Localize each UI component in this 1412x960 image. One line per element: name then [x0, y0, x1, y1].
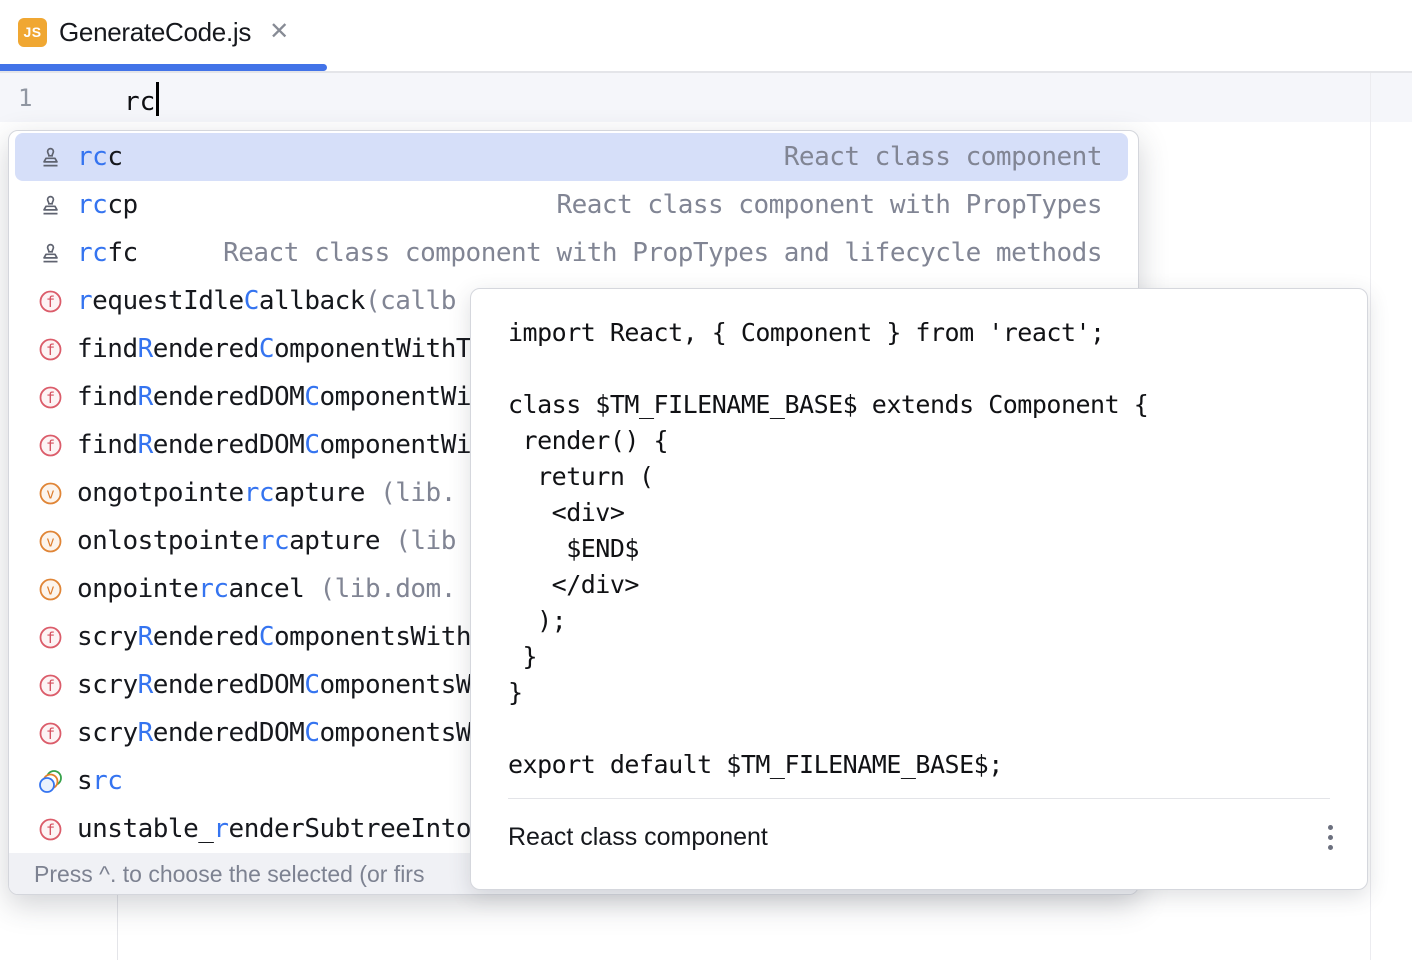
template-icon — [37, 240, 64, 267]
svg-text:f: f — [46, 389, 55, 407]
completion-item-label: scryRenderedDOMComponentsW — [77, 670, 472, 700]
svg-text:f: f — [46, 677, 55, 695]
completion-item[interactable]: f requestIdleCallback(callb — [15, 277, 1128, 325]
line-number: 1 — [18, 84, 33, 112]
function-icon: f — [37, 384, 64, 411]
template-description: React class component — [508, 823, 768, 851]
tab-title: GenerateCode.js — [59, 16, 252, 47]
svg-text:f: f — [46, 293, 55, 311]
svg-text:f: f — [46, 821, 55, 839]
function-icon: f — [37, 720, 64, 747]
completion-item-label: unstable_renderSubtreeInto — [77, 814, 472, 844]
svg-text:v: v — [46, 582, 54, 598]
text-caret — [156, 82, 160, 116]
preview-divider — [508, 798, 1330, 799]
function-icon: f — [37, 672, 64, 699]
active-tab-indicator — [0, 64, 327, 71]
completion-item[interactable]: f scryRenderedDOMComponentsW — [15, 709, 1128, 757]
completion-item-label: requestIdleCallback(callb — [77, 286, 456, 316]
template-icon — [37, 144, 64, 171]
function-icon: f — [37, 624, 64, 651]
template-code-preview: import React, { Component } from 'react'… — [508, 318, 1149, 779]
typed-prefix: rc — [124, 87, 156, 117]
completion-item[interactable]: v ongotpointercapture (lib. — [15, 469, 1128, 517]
completion-item[interactable]: v onlostpointercapture (lib — [15, 517, 1128, 565]
completion-item-label: findRenderedDOMComponentWi — [77, 430, 472, 460]
svg-text:v: v — [46, 486, 54, 502]
completion-item-tail: React class component with PropTypes and… — [223, 238, 1102, 268]
symbol-icon — [37, 768, 64, 795]
function-icon: f — [37, 336, 64, 363]
svg-text:f: f — [46, 437, 55, 455]
tab-generatecode-js[interactable]: JS GenerateCode.js ✕ — [0, 0, 289, 64]
tab-bar-divider — [0, 71, 1412, 73]
function-icon: f — [37, 816, 64, 843]
completion-item[interactable]: f findRenderedDOMComponentWi — [15, 421, 1128, 469]
gutter-separator — [117, 893, 118, 960]
close-icon[interactable]: ✕ — [269, 18, 290, 45]
completion-item-label: onlostpointercapture (lib — [77, 526, 456, 556]
editor-right-guide — [1370, 73, 1371, 960]
template-icon — [37, 192, 64, 219]
completion-item-label: ongotpointercapture (lib. — [77, 478, 456, 508]
svg-text:v: v — [46, 534, 54, 550]
completion-item[interactable]: f unstable_renderSubtreeInto — [15, 805, 1128, 853]
completion-item[interactable]: rcfc React class component with PropTypes… — [15, 229, 1128, 277]
variable-icon: v — [37, 480, 64, 507]
svg-text:f: f — [46, 341, 55, 359]
variable-icon: v — [37, 576, 64, 603]
completion-item-label: src — [77, 766, 123, 796]
variable-icon: v — [37, 528, 64, 555]
completion-item-label: rcc — [77, 142, 123, 172]
js-file-icon: JS — [18, 17, 47, 47]
completion-item-tail: React class component — [783, 142, 1103, 172]
kebab-menu-icon[interactable] — [1320, 821, 1341, 854]
function-icon: f — [37, 432, 64, 459]
completion-item-label: findRenderedDOMComponentWi — [77, 382, 472, 412]
completion-item[interactable]: f findRenderedDOMComponentWi — [15, 373, 1128, 421]
completion-item-label: rcfc — [77, 238, 138, 268]
completion-item[interactable]: src — [15, 757, 1128, 805]
completion-item-label: scryRenderedComponentsWith — [77, 622, 472, 652]
completion-item-label: scryRenderedDOMComponentsW — [77, 718, 472, 748]
completion-item[interactable]: f scryRenderedDOMComponentsW — [15, 661, 1128, 709]
completion-item[interactable]: v onpointercancel (lib.dom. — [15, 565, 1128, 613]
completion-item-label: findRenderedComponentWithT — [77, 334, 472, 364]
completion-item-label: onpointercancel (lib.dom. — [77, 574, 456, 604]
completion-item-label: rccp — [77, 190, 138, 220]
function-icon: f — [37, 288, 64, 315]
editor-current-line[interactable] — [0, 73, 1412, 122]
editor-typed-text[interactable]: rc — [124, 82, 160, 117]
completion-item[interactable]: f findRenderedComponentWithT — [15, 325, 1128, 373]
completion-item[interactable]: rccp React class component with PropTypes — [15, 181, 1128, 229]
completion-item[interactable]: f scryRenderedComponentsWith — [15, 613, 1128, 661]
completion-item-tail: React class component with PropTypes — [556, 190, 1102, 220]
preview-footer: React class component — [471, 799, 1367, 854]
completion-item[interactable]: rcc React class component — [15, 133, 1128, 181]
svg-text:f: f — [46, 725, 55, 743]
editor-tab-bar: JS GenerateCode.js ✕ — [0, 0, 1412, 73]
template-preview-panel: import React, { Component } from 'react'… — [470, 288, 1368, 890]
svg-text:f: f — [46, 629, 55, 647]
